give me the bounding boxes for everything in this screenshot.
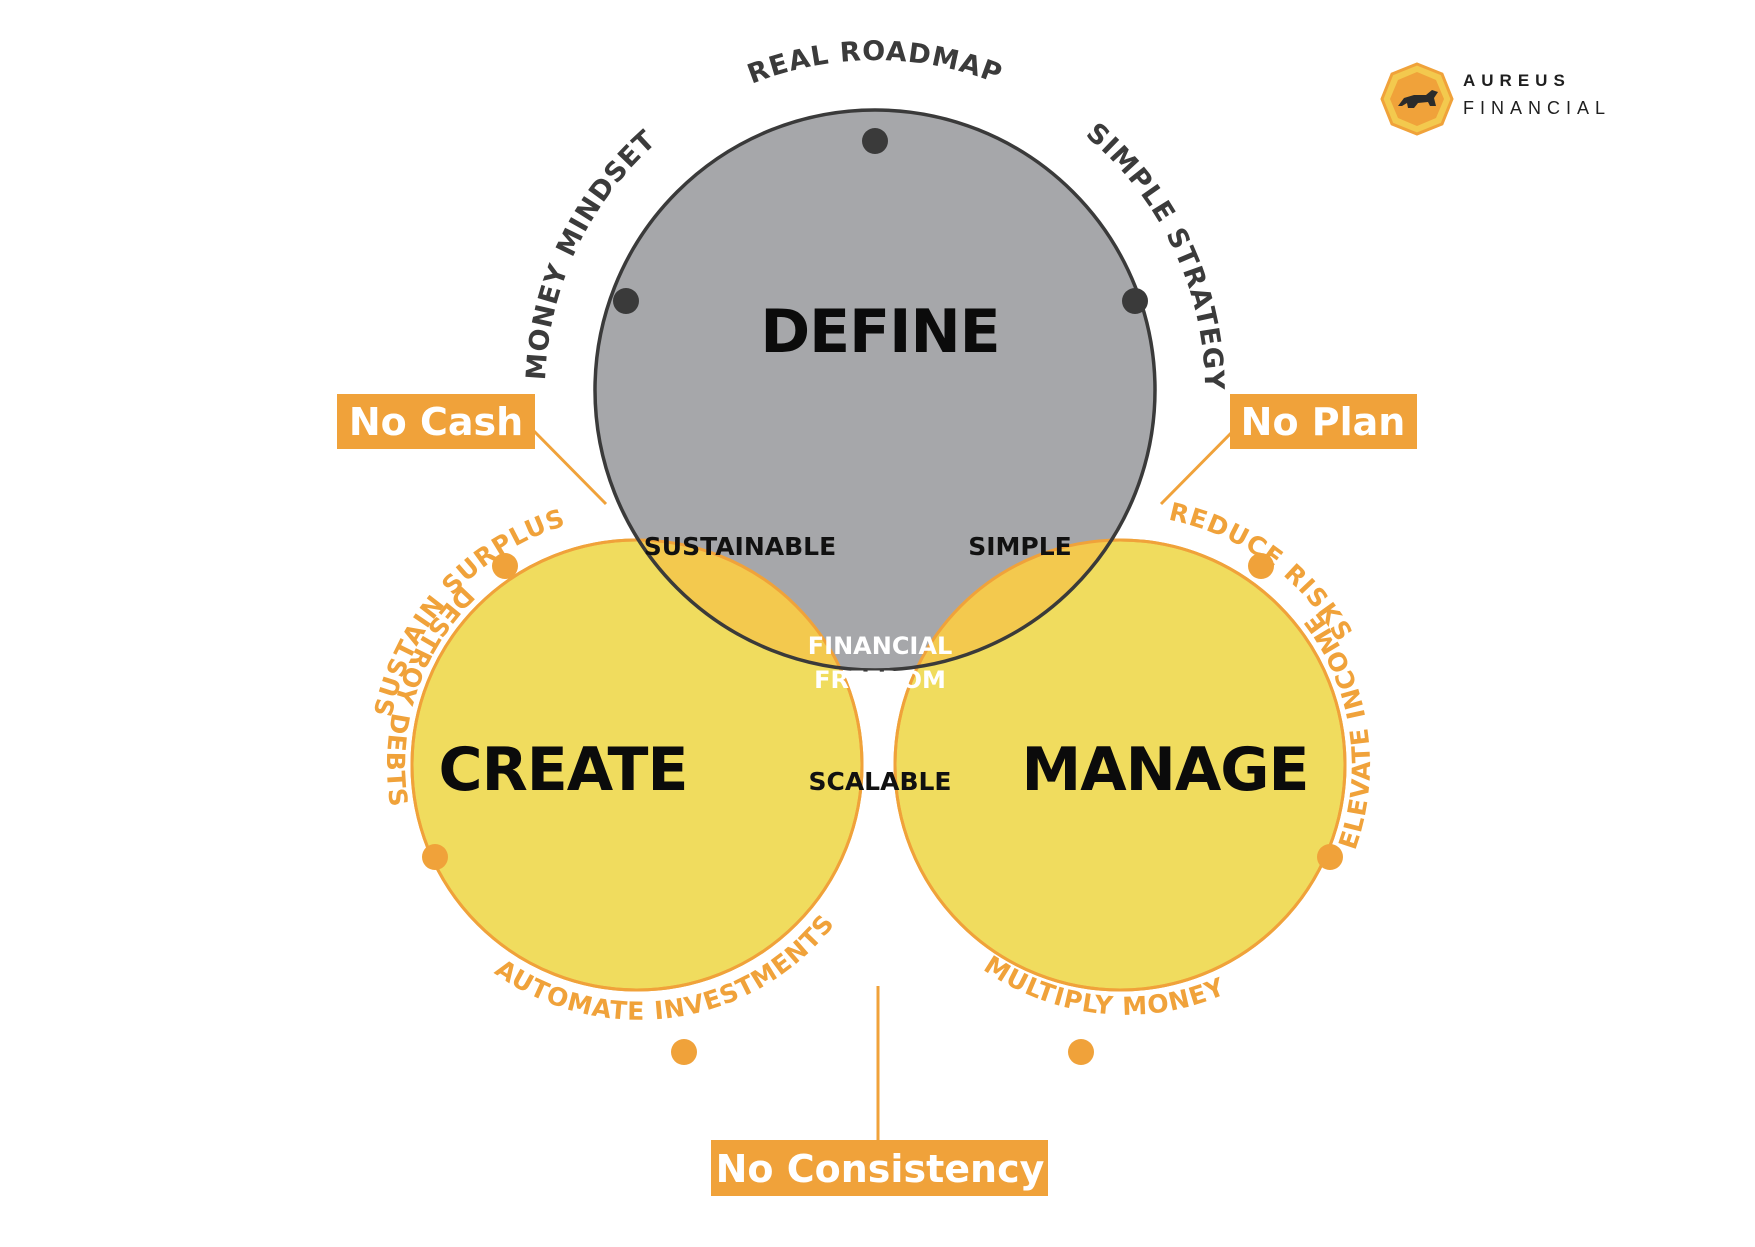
no-plan-callout: No Plan: [1230, 394, 1417, 449]
multiply-money-dot: [1068, 1039, 1094, 1065]
no-consistency-callout: No Consistency: [711, 1140, 1048, 1196]
no-cash-connector: [525, 422, 608, 506]
define-label: DEFINE: [760, 297, 999, 367]
freedom-label: FREEDOM: [814, 666, 946, 694]
reduce-risks-dot: [1248, 553, 1274, 579]
define-outline: [593, 108, 1157, 672]
money-mindset-dot: [613, 288, 639, 314]
manage-label: MANAGE: [1021, 735, 1308, 805]
brand-logo: AUREUS FINANCIAL: [1380, 62, 1660, 136]
manage-outline: [893, 538, 1347, 992]
destroy-debts-dot: [422, 844, 448, 870]
sustainable-label: SUSTAINABLE: [644, 532, 836, 561]
no-plan-text: No Plan: [1241, 400, 1406, 444]
simple-label: SIMPLE: [968, 532, 1072, 561]
no-consistency-text: No Consistency: [716, 1147, 1045, 1191]
brand-subtitle: FINANCIAL: [1463, 98, 1612, 118]
simple-strategy-dot: [1122, 288, 1148, 314]
scalable-label: SCALABLE: [808, 767, 951, 796]
bull-emblem-icon: [1380, 62, 1454, 136]
brand-name: AUREUS: [1463, 71, 1571, 90]
no-cash-callout: No Cash: [337, 394, 535, 449]
real-roadmap-dot: [862, 128, 888, 154]
elevate-income-dot: [1317, 844, 1343, 870]
no-plan-connector: [1159, 422, 1242, 506]
no-cash-text: No Cash: [349, 400, 523, 444]
financial-label: FINANCIAL: [808, 632, 952, 660]
sustain-surplus-dot: [492, 553, 518, 579]
automate-investments-dot: [671, 1039, 697, 1065]
create-label: CREATE: [439, 735, 688, 805]
define-circle: [595, 110, 1155, 670]
real-roadmap-label: REAL ROADMAP: [743, 36, 1006, 90]
